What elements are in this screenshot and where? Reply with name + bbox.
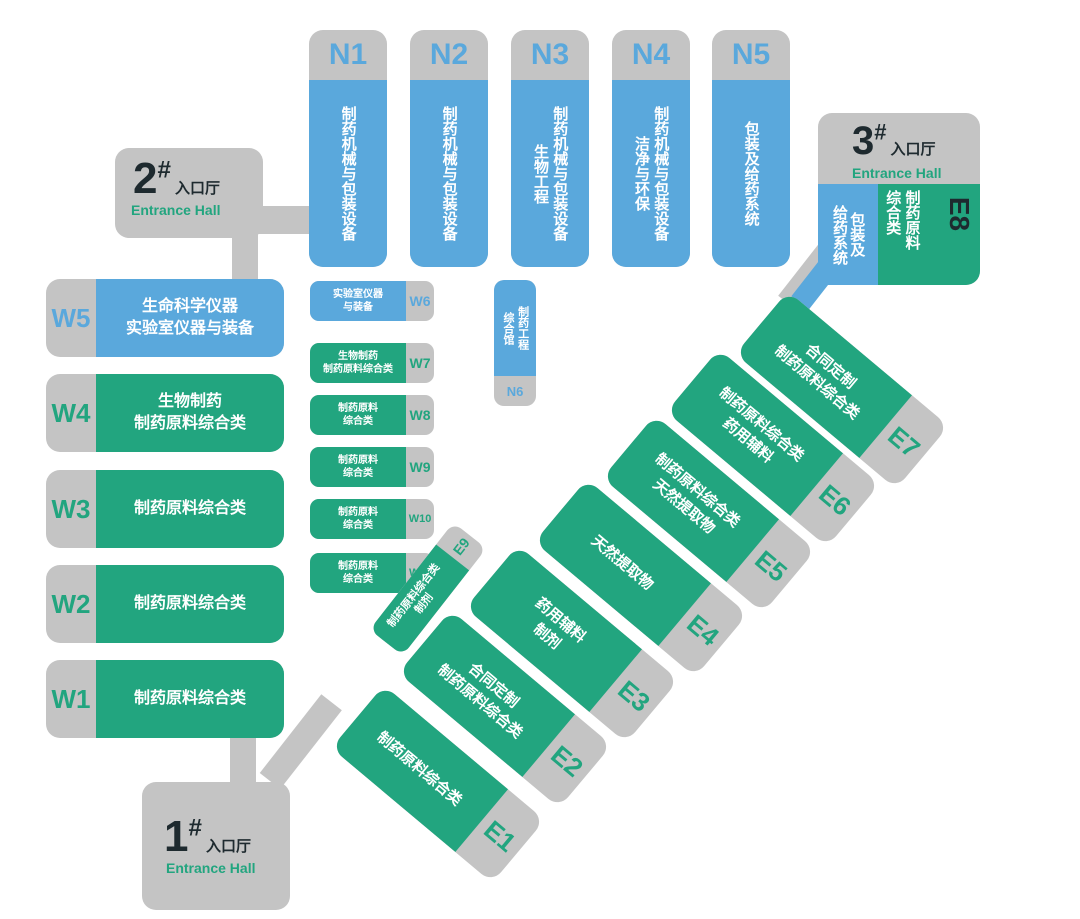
hall-n4[interactable]: N4 制药机械与包装设备洁净与环保 <box>612 30 690 267</box>
hall-n6[interactable]: 制药工程 综合馆 N6 <box>494 280 536 406</box>
hall-category-label: 综合类 <box>343 520 373 531</box>
hall-category-label: 生命科学仪器 <box>141 297 238 315</box>
entrance-hall-2[interactable]: 2# 入口厅 Entrance Hall <box>115 148 263 238</box>
hall-exhibit-zone: 实验室仪器与装备 <box>310 281 406 321</box>
hall-code: N4 <box>631 38 671 71</box>
hall-n3[interactable]: N3 制药机械与包装设备生物工程 <box>511 30 589 267</box>
hall-category-label: 综合类 <box>343 468 373 479</box>
hall-category-label: 制药原料 <box>338 403 378 414</box>
hall-label-en: Entrance Hall <box>131 202 221 218</box>
hall-number: 1# <box>164 812 202 861</box>
entrance-hall-1[interactable]: 1# 入口厅 Entrance Hall <box>142 782 290 910</box>
hall-code: W6 <box>409 293 431 309</box>
hall-exhibit-zone: 制药机械与包装设备 <box>410 80 488 267</box>
hall-category-label: 生物制药 <box>338 351 378 362</box>
hall-category-label: 制药原料 <box>338 507 378 518</box>
hall-code: W10 <box>408 513 432 525</box>
hall-w1[interactable]: W1 制药原料综合类 <box>46 660 284 738</box>
hall-category-label: 包装及给药系统 <box>742 121 760 226</box>
hall-code: W3 <box>51 493 91 524</box>
hall-code: W2 <box>51 588 91 619</box>
hall-category-label: 制药原料综合类 <box>373 728 466 809</box>
hall-category-label: 洁净与环保 <box>633 136 650 211</box>
hall-n1[interactable]: N1 制药机械与包装设备 <box>309 30 387 267</box>
hall-exhibit-zone: 生物制药制药原料综合类 <box>96 374 284 452</box>
hall-category-label: 实验室仪器 <box>333 289 383 300</box>
hall-code: W4 <box>51 397 91 428</box>
hall-category-label: 生物工程 <box>532 143 549 204</box>
hall-label-en: Entrance Hall <box>166 860 256 876</box>
hall-category-label: 制药机械与包装设备 <box>551 106 569 241</box>
hall-exhibit-zone: 制药机械与包装设备生物工程 <box>511 80 589 267</box>
hall-code: W8 <box>409 407 431 423</box>
hall-code: W5 <box>51 302 91 333</box>
hall-category-label: 制药机械与包装设备 <box>440 106 458 241</box>
hall-label-cn: 入口厅 <box>174 180 220 197</box>
hall-category-label: 天然提取物 <box>588 531 657 594</box>
hall-code: N2 <box>429 38 469 71</box>
hall-number: 2# <box>133 154 171 203</box>
hall-code: N5 <box>731 38 771 71</box>
hall-category-label: 制药原料综合类 <box>133 689 246 707</box>
hall-exhibit-zone: 制药机械与包装设备洁净与环保 <box>612 80 690 267</box>
hall-category-label: 制药原料综合类 <box>133 415 246 432</box>
hall-code: N6 <box>506 383 524 399</box>
hall-exhibit-zone: 生物制药制药原料综合类 <box>310 343 406 383</box>
hall-w3[interactable]: W3 制药原料综合类 <box>46 470 284 548</box>
hall-category-label: 制药原料综合类 <box>133 594 246 612</box>
hall-label-cn: 入口厅 <box>205 838 251 855</box>
hall-number: 3# <box>852 119 887 163</box>
hall-category-label: 综合类 <box>343 416 373 427</box>
hall-exhibit-zone: 制药原料综合类 <box>310 395 406 435</box>
hall-category-label: 制药原料综合类 <box>133 499 246 517</box>
hall-exhibit-zone: 制药原料综合类 <box>310 447 406 487</box>
hall-category-label: 制药原料 <box>338 561 378 572</box>
hall-code: E8 <box>944 196 976 232</box>
hall-category-label: 制药原料 <box>338 455 378 466</box>
hall-category-label: 与装备 <box>343 302 373 313</box>
hall-code: N1 <box>328 38 368 71</box>
hall-exhibit-zone: 制药原料综合类 <box>310 499 406 539</box>
corridor-hall2-to-w5 <box>232 230 258 285</box>
hall-exhibit-zone: 生命科学仪器实验室仪器与装备 <box>96 279 284 357</box>
hall-code: W1 <box>51 683 91 714</box>
hall-exhibit-zone: 制药原料综合类 <box>96 660 284 738</box>
hall-exhibit-zone: 制药原料综合类 <box>96 565 284 643</box>
hall-exhibit-zone: 制药原料综合类 <box>310 553 406 593</box>
hall-exhibit-zone: 制药原料综合类 <box>96 470 284 548</box>
hall-category-label: 制药机械与包装设备 <box>652 106 670 241</box>
hall-category-label: 综合类 <box>343 574 373 585</box>
hall-code: W7 <box>409 355 431 371</box>
e8-blue-zone: 包装及 给药系统 <box>818 184 878 285</box>
hall-label-en: Entrance Hall <box>852 165 942 181</box>
e8-green-zone: 制药原料 综合类 E8 <box>878 184 980 285</box>
hall-exhibit-zone: 包装及给药系统 <box>712 80 790 267</box>
hall-category-label: 制药机械与包装设备 <box>339 106 357 241</box>
hall-n5[interactable]: N5 包装及给药系统 <box>712 30 790 267</box>
hall-e8[interactable]: 包装及 给药系统 制药原料 综合类 E8 <box>818 184 980 285</box>
hall-code: N3 <box>530 38 570 71</box>
hall-category-label: 制药原料综合类 <box>323 364 393 375</box>
hall-code: W9 <box>409 459 431 475</box>
hall-label-cn: 入口厅 <box>890 141 936 158</box>
hall-exhibit-zone: 制药机械与包装设备 <box>309 80 387 267</box>
hall-n2[interactable]: N2 制药机械与包装设备 <box>410 30 488 267</box>
hall-category-label: 生物制药 <box>157 392 222 410</box>
hall-w2[interactable]: W2 制药原料综合类 <box>46 565 284 643</box>
hall-category-label: 实验室仪器与装备 <box>125 320 254 337</box>
